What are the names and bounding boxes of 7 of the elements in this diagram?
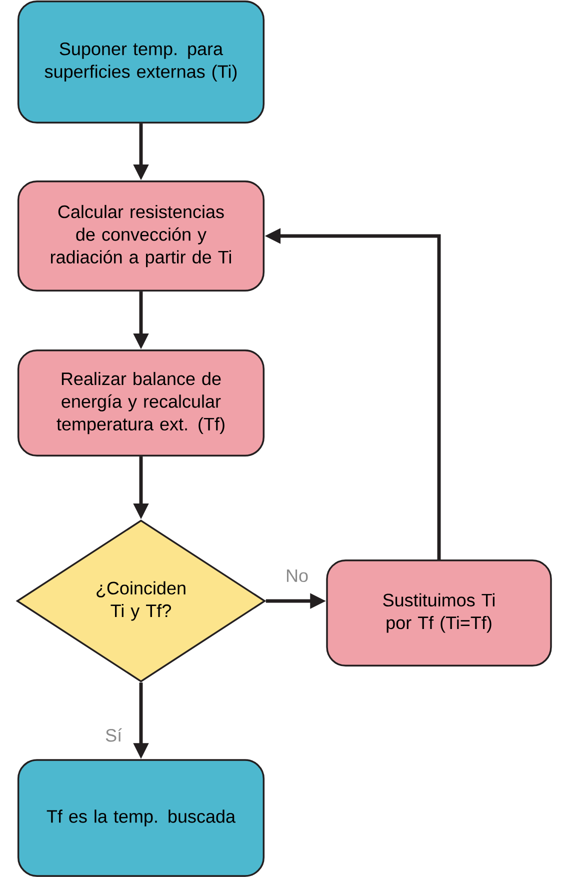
process-box: Suponer temp. para superficies externas (Ti): [17, 0, 265, 124]
edge-label: Sí: [106, 728, 122, 742]
process-box: Tf es la temp. buscada: [17, 759, 265, 877]
process-box: Calcular resistencias de convección y radiación a partir de Ti: [17, 180, 265, 292]
process-box: Sustituimos Ti por Tf (Ti=Tf): [326, 559, 552, 667]
process-box: Realizar balance de energía y recalcular temperatura ext. (Tf): [17, 349, 265, 457]
edge-label: No: [286, 570, 308, 582]
